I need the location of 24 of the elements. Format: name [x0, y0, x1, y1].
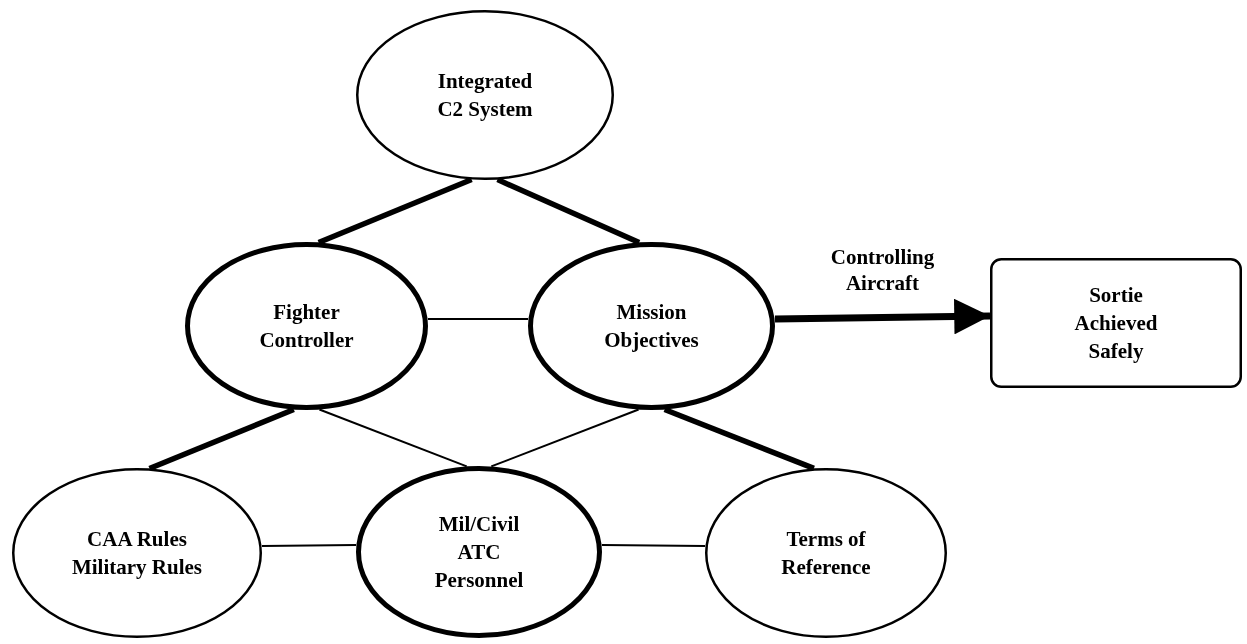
rounded-box	[990, 258, 1242, 388]
node-label: Mission Objectives	[603, 299, 700, 354]
ellipse-node	[528, 242, 775, 410]
connector-line	[496, 177, 641, 245]
connector-line	[148, 407, 295, 471]
arrow	[774, 298, 991, 335]
node-label: Sortie Achieved Safely	[1073, 282, 1159, 365]
connector-line	[490, 408, 640, 468]
ellipse-node	[356, 466, 602, 638]
node-label: Mil/Civil ATC Personnel	[433, 511, 525, 594]
ellipse-node	[185, 242, 428, 410]
node-label: Terms of Reference	[780, 526, 872, 581]
ellipse-node	[705, 468, 947, 638]
connector-line	[261, 544, 357, 547]
ellipse-node	[356, 10, 614, 180]
connector-line	[318, 408, 468, 468]
connector-line	[601, 544, 706, 547]
node-label: Integrated C2 System	[436, 68, 534, 123]
node-label: CAA Rules Military Rules	[70, 526, 204, 581]
ellipse-node	[12, 468, 262, 638]
connector-line	[317, 177, 473, 245]
connector-line	[663, 406, 815, 471]
connector-line	[427, 318, 529, 320]
node-label: Fighter Controller	[258, 299, 355, 354]
